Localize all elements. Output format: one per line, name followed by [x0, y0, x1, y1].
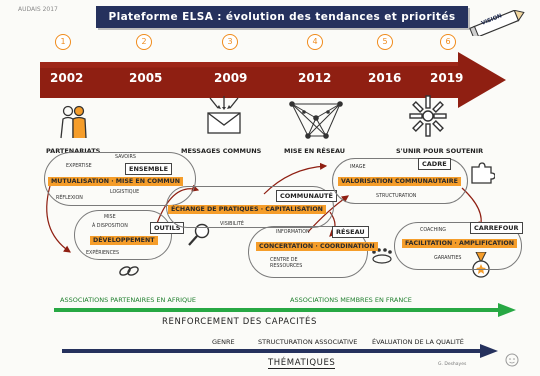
box-developpement: Développement — [90, 236, 158, 245]
term-information: Information — [276, 230, 310, 235]
theme-genre: Genre — [212, 338, 235, 346]
cloud-carrefour — [394, 222, 522, 270]
tag-carrefour: Carrefour — [470, 222, 523, 234]
tag-reseau: Réseau — [332, 226, 369, 238]
box-echange-de-pratiques: Échange de pratiques · Capitalisation — [168, 205, 326, 214]
navy-arrow — [62, 344, 498, 358]
hands-support-icon — [409, 95, 447, 137]
year-2016: 2016 — [368, 71, 402, 85]
label-partenariats: Partenariats — [46, 147, 101, 155]
term-mise: Mise — [104, 215, 116, 220]
term-expertise: Expertise — [66, 164, 92, 169]
network-icon — [289, 101, 343, 139]
term-reflexion: Réflexion — [56, 196, 83, 201]
term-garanties: Garanties — [434, 256, 462, 261]
green-arrow — [54, 303, 516, 317]
partnership-people-icon — [60, 105, 87, 139]
pencil-icon — [469, 10, 525, 36]
tag-cadre: Cadre — [418, 158, 451, 170]
label-sunir-pour-soutenir: S'unir pour soutenir — [396, 147, 484, 155]
band-label-afrique: Associations partenaires en Afrique — [60, 296, 197, 304]
envelope-icon — [207, 96, 241, 134]
artist-signature: Audais 2017 — [18, 6, 58, 13]
term-savoirs: Savoirs — [115, 155, 136, 160]
tag-ensemble: Ensemble — [125, 163, 173, 175]
gathering-people-icon — [372, 248, 392, 264]
puzzle-icon — [471, 162, 495, 184]
box-facilitation-amplification: Facilitation · Amplification — [402, 239, 518, 248]
timeline-arrow — [40, 52, 506, 108]
box-mutualisation: Mutualisation · Mise en commun — [48, 177, 184, 186]
year-2005: 2005 — [129, 71, 163, 85]
term-a-disposition: à disposition — [92, 224, 128, 229]
term-experiences: Expériences — [86, 251, 120, 256]
step-number-2: 2 — [136, 34, 152, 50]
box-concertation-coordination: Concertation · Coordination — [256, 242, 378, 251]
label-messages-communs: Messages communs — [181, 147, 262, 155]
cloud-communaute — [166, 186, 334, 228]
term-logistique: Logistique — [110, 190, 140, 195]
step-number-4: 4 — [307, 34, 323, 50]
cloud-reseau — [248, 226, 368, 278]
author-face-icon — [505, 353, 519, 367]
theme-evaluation-qualite: Évaluation de la qualité — [372, 338, 464, 346]
step-number-5: 5 — [377, 34, 393, 50]
cloud-ensemble — [44, 152, 196, 206]
term-image: Image — [350, 165, 366, 170]
cloud-outils — [74, 210, 172, 260]
caption-renforcement: Renforcement des capacités — [162, 317, 317, 327]
band-label-france: Associations membres en France — [290, 296, 412, 304]
step-number-3: 3 — [222, 34, 238, 50]
label-mise-en-reseau: Mise en réseau — [284, 147, 346, 155]
year-2002: 2002 — [50, 71, 84, 85]
year-2012: 2012 — [298, 71, 332, 85]
box-valorisation-communautaire: Valorisation communautaire — [338, 177, 461, 186]
term-coaching: Coaching — [420, 228, 446, 233]
term-structuration-cadre: Structuration — [376, 194, 417, 199]
tag-communaute: Communauté — [276, 190, 337, 202]
theme-structuration-associative: Structuration associative — [258, 338, 358, 346]
year-2009: 2009 — [214, 71, 248, 85]
author-credit: G. Deshayes — [438, 362, 467, 367]
chain-link-icon — [119, 266, 139, 276]
cloud-cadre — [332, 158, 468, 204]
term-centre-de-ressources: Centre de ressources — [270, 258, 303, 269]
page-title: Plateforme ELSA : évolution des tendance… — [96, 6, 468, 28]
caption-thematiques: Thématiques — [268, 358, 336, 369]
year-2019: 2019 — [430, 71, 464, 85]
step-number-1: 1 — [55, 34, 71, 50]
term-visibilite: Visibilité — [220, 222, 244, 227]
step-number-6: 6 — [440, 34, 456, 50]
